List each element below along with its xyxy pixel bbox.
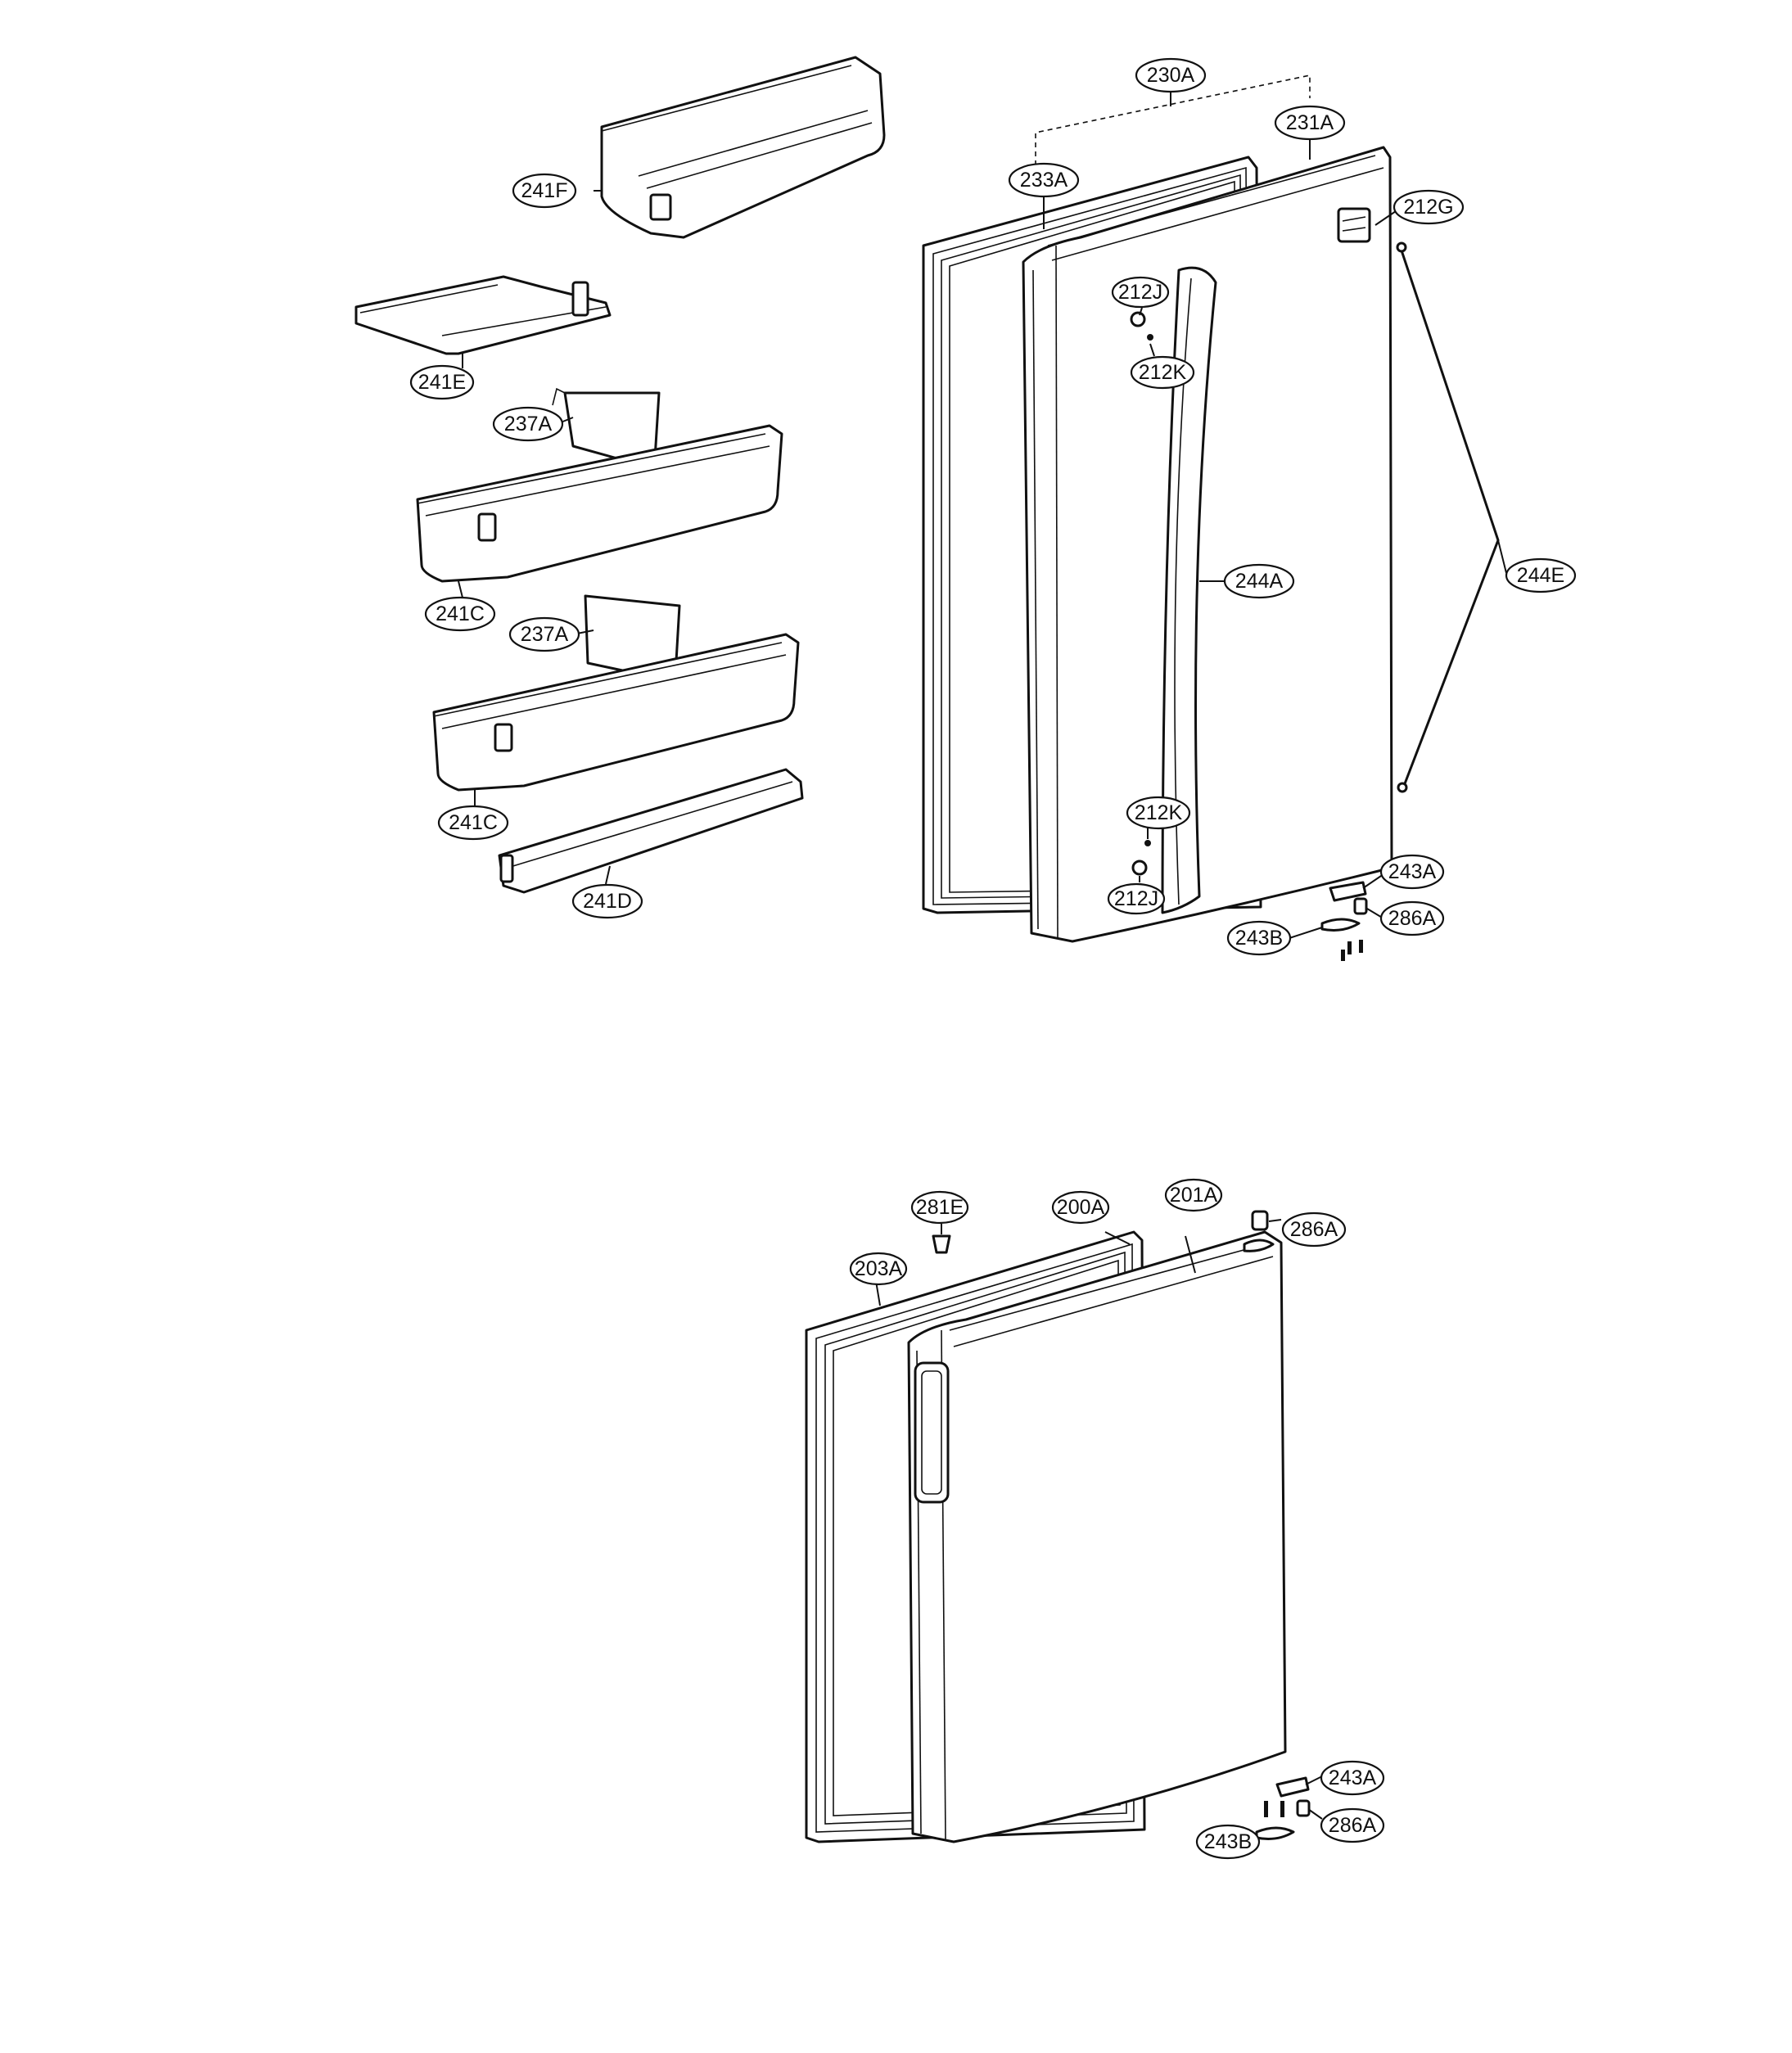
callout-243B-top: 243B — [1226, 920, 1292, 956]
callout-241C-1: 241C — [424, 596, 496, 632]
callout-label: 281E — [916, 1196, 964, 1219]
callout-label: 212K — [1139, 361, 1187, 384]
callout-label: 243A — [1388, 860, 1437, 883]
callout-label: 241E — [418, 371, 466, 394]
hinge-243A-top — [1320, 881, 1368, 961]
freezer-door-assembly — [805, 1210, 1311, 1843]
callout-231A: 231A — [1274, 105, 1346, 141]
callout-203A: 203A — [849, 1252, 908, 1286]
callout-212K-bottom: 212K — [1126, 796, 1191, 830]
callout-237A-1: 237A — [492, 406, 564, 442]
callout-label: 241D — [583, 890, 632, 913]
callout-243A-bottom: 243A — [1320, 1760, 1385, 1796]
plug-286A-mid — [1251, 1210, 1269, 1231]
callout-label: 212J — [1118, 281, 1162, 304]
callout-label: 243B — [1235, 927, 1283, 950]
callout-286A-top: 286A — [1379, 900, 1445, 936]
callout-label: 233A — [1020, 169, 1068, 192]
callout-200A: 200A — [1051, 1190, 1110, 1225]
callout-233A: 233A — [1008, 162, 1080, 198]
callout-label: 237A — [504, 413, 553, 435]
callout-label: 286A — [1388, 907, 1437, 930]
bin-241C-2 — [432, 633, 800, 792]
door-bins — [354, 56, 886, 894]
door-handle-244A — [1161, 266, 1217, 914]
callout-212J-top: 212J — [1111, 276, 1170, 309]
hinge-243A-bottom — [1255, 1776, 1311, 1840]
callout-286A-mid: 286A — [1281, 1211, 1347, 1248]
callout-212J-bottom: 212J — [1107, 882, 1166, 915]
callout-241C-2: 241C — [437, 805, 509, 841]
callout-label: 243B — [1204, 1830, 1252, 1853]
callout-243A-top: 243A — [1379, 854, 1445, 890]
callout-label: 244E — [1517, 564, 1564, 587]
callout-label: 243A — [1329, 1766, 1377, 1789]
clip-281E — [932, 1234, 951, 1254]
logo-badge-212G — [1337, 207, 1371, 243]
callout-label: 212J — [1114, 887, 1158, 910]
callout-label: 244A — [1235, 570, 1284, 593]
bin-241E — [354, 275, 612, 355]
callout-label: 286A — [1329, 1814, 1377, 1837]
fresh-food-door-assembly — [922, 146, 1500, 961]
bin-241D — [498, 768, 804, 894]
callout-label: 237A — [521, 623, 569, 646]
callout-label: 212G — [1403, 196, 1453, 219]
callout-241E: 241E — [409, 364, 475, 400]
callout-label: 212K — [1135, 801, 1183, 824]
callout-label: 231A — [1286, 111, 1334, 134]
callout-241D: 241D — [571, 883, 643, 919]
callout-237A-2: 237A — [508, 616, 580, 652]
bin-241F — [600, 56, 886, 239]
callout-label: 200A — [1057, 1196, 1105, 1219]
callout-212K-top: 212K — [1130, 355, 1195, 390]
callout-label: 241F — [521, 179, 568, 202]
callout-label: 241C — [436, 602, 485, 625]
callout-201A: 201A — [1164, 1178, 1223, 1212]
callout-label: 203A — [855, 1257, 903, 1280]
callout-243B-bottom: 243B — [1195, 1824, 1261, 1860]
door-panel-231A — [1022, 146, 1393, 943]
callout-212G: 212G — [1393, 189, 1465, 225]
callout-241F: 241F — [512, 173, 577, 209]
bin-241C-1 — [416, 424, 783, 583]
callout-244A: 244A — [1223, 563, 1295, 599]
callout-230A: 230A — [1135, 57, 1207, 93]
freezer-handle-recess — [914, 1361, 950, 1504]
callout-281E: 281E — [910, 1190, 969, 1225]
callout-286A-bottom: 286A — [1320, 1807, 1385, 1843]
callout-label: 241C — [449, 811, 498, 834]
callout-244E: 244E — [1505, 557, 1577, 593]
callout-label: 286A — [1290, 1218, 1338, 1241]
callout-label: 230A — [1147, 64, 1195, 87]
callout-label: 201A — [1170, 1184, 1218, 1207]
freezer-door-panel-201A — [907, 1230, 1287, 1843]
